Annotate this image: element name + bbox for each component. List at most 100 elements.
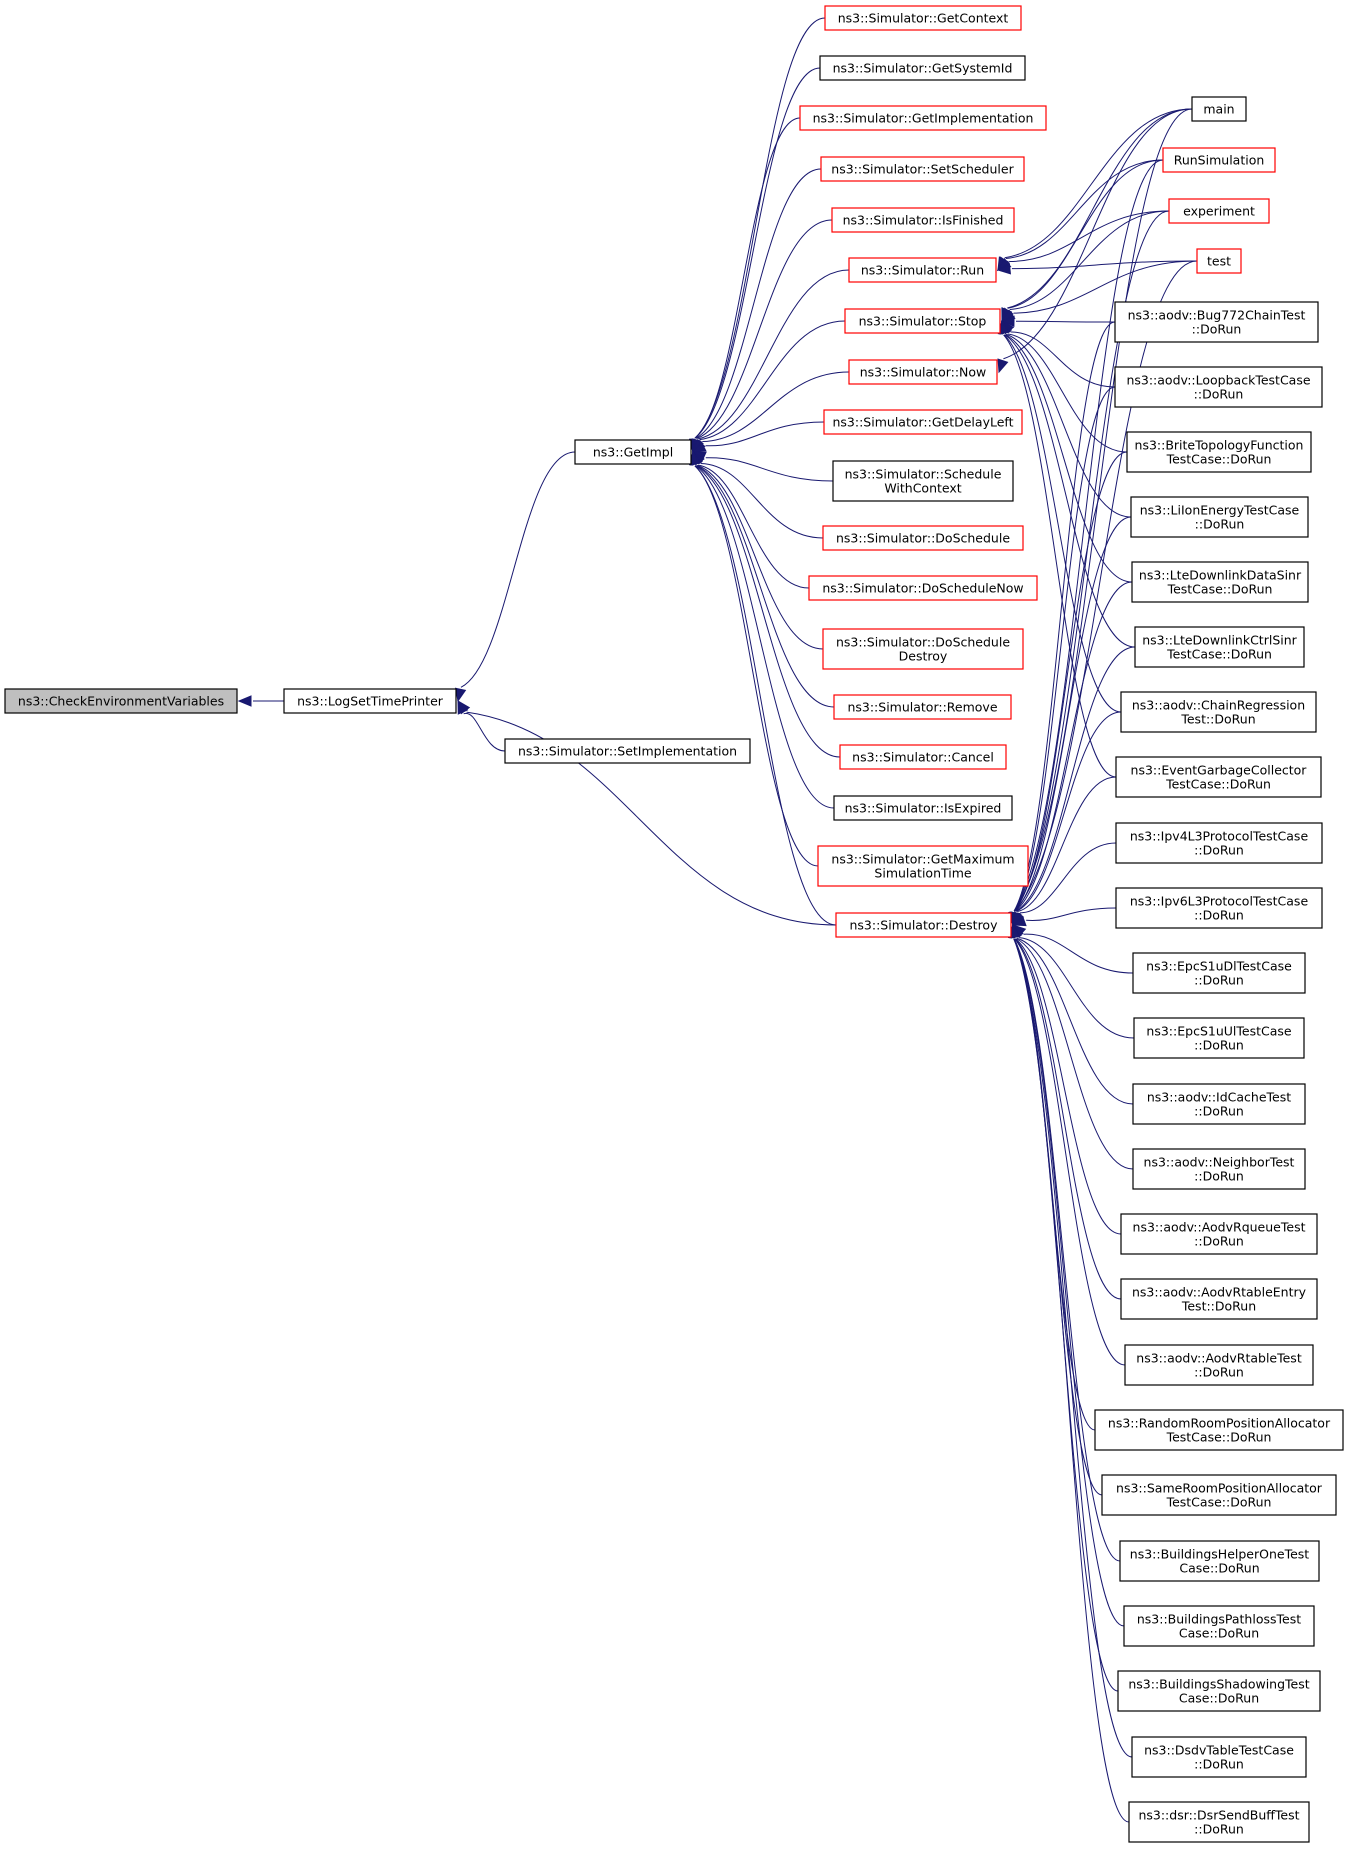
node-setimpl[interactable]: ns3::Simulator::SetImplementation xyxy=(504,738,751,764)
node-sameroom[interactable]: ns3::SameRoomPositionAllocatorTestCase::… xyxy=(1101,1474,1337,1516)
node-box[interactable] xyxy=(1117,1670,1321,1712)
node-box[interactable] xyxy=(835,912,1012,938)
node-logset[interactable]: ns3::LogSetTimePrinter xyxy=(283,688,457,714)
node-box[interactable] xyxy=(1115,887,1323,929)
node-experiment[interactable]: experiment xyxy=(1168,198,1270,224)
node-doschedulenow[interactable]: ns3::Simulator::DoScheduleNow xyxy=(808,575,1038,601)
node-box[interactable] xyxy=(1123,1605,1315,1647)
node-bug772[interactable]: ns3::aodv::Bug772ChainTest::DoRun xyxy=(1114,301,1319,343)
node-box[interactable] xyxy=(1128,1801,1310,1843)
node-box[interactable] xyxy=(1101,1474,1337,1516)
node-box[interactable] xyxy=(1134,626,1305,668)
node-box[interactable] xyxy=(848,257,997,283)
node-box[interactable] xyxy=(817,845,1029,887)
node-liion[interactable]: ns3::LiIonEnergyTestCase::DoRun xyxy=(1130,496,1309,538)
node-box[interactable] xyxy=(1130,496,1309,538)
node-epcul[interactable]: ns3::EpcS1uUlTestCase::DoRun xyxy=(1133,1017,1305,1059)
node-box[interactable] xyxy=(1131,561,1309,603)
node-remove[interactable]: ns3::Simulator::Remove xyxy=(833,694,1012,720)
node-getcontext[interactable]: ns3::Simulator::GetContext xyxy=(824,5,1022,31)
node-box[interactable] xyxy=(4,688,238,714)
node-dsr[interactable]: ns3::dsr::DsrSendBuffTest::DoRun xyxy=(1128,1801,1310,1843)
node-box[interactable] xyxy=(504,738,751,764)
node-box[interactable] xyxy=(1191,96,1247,122)
node-ipv6l3[interactable]: ns3::Ipv6L3ProtocolTestCase::DoRun xyxy=(1115,887,1323,929)
node-box[interactable] xyxy=(831,207,1015,233)
node-box[interactable] xyxy=(848,359,998,385)
node-box[interactable] xyxy=(844,308,1001,334)
node-box[interactable] xyxy=(1132,1148,1306,1190)
node-box[interactable] xyxy=(1124,1344,1314,1386)
node-getimplementation[interactable]: ns3::Simulator::GetImplementation xyxy=(799,105,1047,131)
node-destroy[interactable]: ns3::Simulator::Destroy xyxy=(835,912,1012,938)
node-dsdv[interactable]: ns3::DsdvTableTestCase::DoRun xyxy=(1131,1736,1307,1778)
node-test[interactable]: test xyxy=(1196,248,1242,274)
node-checkenv[interactable]: ns3::CheckEnvironmentVariables xyxy=(4,688,238,714)
node-eventgc[interactable]: ns3::EventGarbageCollectorTestCase::DoRu… xyxy=(1115,756,1322,798)
node-box[interactable] xyxy=(1120,1278,1318,1320)
node-epcdl[interactable]: ns3::EpcS1uDlTestCase::DoRun xyxy=(1132,952,1306,994)
node-box[interactable] xyxy=(1114,301,1319,343)
node-randroom[interactable]: ns3::RandomRoomPositionAllocatorTestCase… xyxy=(1094,1409,1344,1451)
node-rtable[interactable]: ns3::aodv::AodvRtableTest::DoRun xyxy=(1124,1344,1314,1386)
node-box[interactable] xyxy=(1168,198,1270,224)
node-box[interactable] xyxy=(1119,1540,1320,1582)
node-runsim[interactable]: RunSimulation xyxy=(1162,147,1276,173)
node-loopback[interactable]: ns3::aodv::LoopbackTestCase::DoRun xyxy=(1114,366,1323,408)
node-isfinished[interactable]: ns3::Simulator::IsFinished xyxy=(831,207,1015,233)
node-box[interactable] xyxy=(1162,147,1276,173)
node-box[interactable] xyxy=(283,688,457,714)
node-cancel[interactable]: ns3::Simulator::Cancel xyxy=(839,744,1007,770)
node-setscheduler[interactable]: ns3::Simulator::SetScheduler xyxy=(820,156,1025,182)
node-box[interactable] xyxy=(822,525,1024,551)
node-stop[interactable]: ns3::Simulator::Stop xyxy=(844,308,1001,334)
node-box[interactable] xyxy=(1126,431,1312,473)
node-neighbor[interactable]: ns3::aodv::NeighborTest::DoRun xyxy=(1132,1148,1306,1190)
node-box[interactable] xyxy=(839,744,1007,770)
node-box[interactable] xyxy=(1120,691,1317,733)
node-box[interactable] xyxy=(1132,952,1306,994)
node-box[interactable] xyxy=(1133,1017,1305,1059)
node-box[interactable] xyxy=(1131,1736,1307,1778)
node-ipv4l3[interactable]: ns3::Ipv4L3ProtocolTestCase::DoRun xyxy=(1115,822,1323,864)
node-box[interactable] xyxy=(1115,822,1323,864)
node-idcache[interactable]: ns3::aodv::IdCacheTest::DoRun xyxy=(1132,1083,1306,1125)
node-getsystemid[interactable]: ns3::Simulator::GetSystemId xyxy=(819,55,1026,81)
node-box[interactable] xyxy=(819,55,1026,81)
node-box[interactable] xyxy=(833,694,1012,720)
node-brite[interactable]: ns3::BriteTopologyFunctionTestCase::DoRu… xyxy=(1126,431,1312,473)
node-run[interactable]: ns3::Simulator::Run xyxy=(848,257,997,283)
node-now[interactable]: ns3::Simulator::Now xyxy=(848,359,998,385)
node-box[interactable] xyxy=(1094,1409,1344,1451)
node-box[interactable] xyxy=(1132,1083,1306,1125)
node-box[interactable] xyxy=(1120,1213,1318,1255)
node-box[interactable] xyxy=(574,439,692,465)
node-box[interactable] xyxy=(1114,366,1323,408)
node-box[interactable] xyxy=(832,460,1014,502)
node-box[interactable] xyxy=(833,795,1013,821)
node-box[interactable] xyxy=(823,409,1023,435)
node-isexpired[interactable]: ns3::Simulator::IsExpired xyxy=(833,795,1013,821)
node-box[interactable] xyxy=(822,628,1024,670)
node-box[interactable] xyxy=(1196,248,1242,274)
node-box[interactable] xyxy=(1115,756,1322,798)
node-doschedule[interactable]: ns3::Simulator::DoSchedule xyxy=(822,525,1024,551)
node-getdelayleft[interactable]: ns3::Simulator::GetDelayLeft xyxy=(823,409,1023,435)
node-box[interactable] xyxy=(820,156,1025,182)
node-box[interactable] xyxy=(824,5,1022,31)
node-box[interactable] xyxy=(808,575,1038,601)
node-box[interactable] xyxy=(799,105,1047,131)
node-main[interactable]: main xyxy=(1191,96,1247,122)
node-getimpl[interactable]: ns3::GetImpl xyxy=(574,439,692,465)
node-rqueue[interactable]: ns3::aodv::AodvRqueueTest::DoRun xyxy=(1120,1213,1318,1255)
